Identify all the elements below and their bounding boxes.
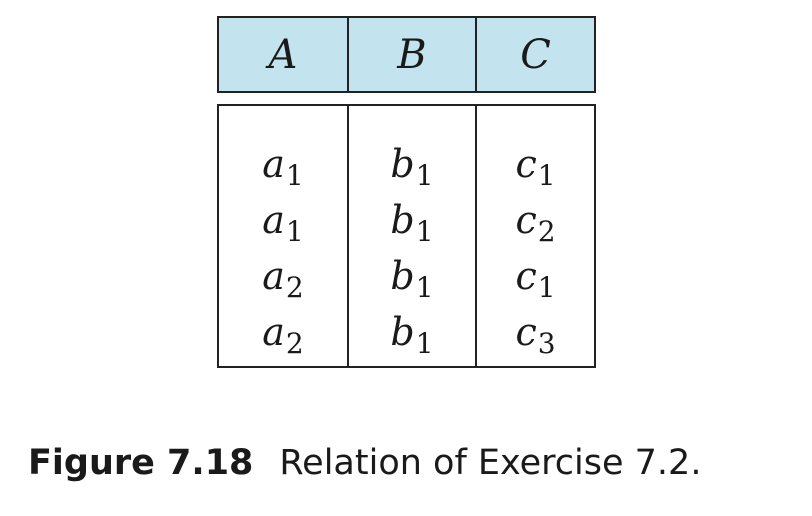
- cell-subscript: 1: [415, 271, 434, 304]
- cell-variable: c: [515, 198, 537, 242]
- cell-subscript: 1: [537, 159, 556, 192]
- figure-caption: Figure 7.18 Relation of Exercise 7.2.: [28, 446, 701, 481]
- column-header-c: C: [475, 18, 594, 91]
- cell-variable: c: [515, 142, 537, 186]
- cell-variable: a: [262, 142, 285, 186]
- cell-subscript: 2: [285, 327, 304, 360]
- figure-label: Figure 7.18: [28, 443, 254, 483]
- cell-variable: b: [390, 254, 415, 298]
- column-header-a: A: [268, 31, 298, 78]
- cell-subscript: 1: [285, 215, 304, 248]
- figure-caption-text: Relation of Exercise 7.2.: [279, 443, 702, 483]
- cell-subscript: 1: [415, 215, 434, 248]
- cell-subscript: 1: [415, 327, 434, 360]
- relation-header: A B C: [217, 16, 596, 93]
- cell-subscript: 1: [415, 159, 434, 192]
- cell-variable: c: [515, 254, 537, 298]
- cell-variable: a: [262, 310, 285, 354]
- cell-subscript: 1: [537, 271, 556, 304]
- cell-variable: b: [390, 198, 415, 242]
- cell-subscript: 1: [285, 159, 304, 192]
- cell-variable: b: [390, 142, 415, 186]
- cell-variable: c: [515, 310, 537, 354]
- cell-variable: b: [390, 310, 415, 354]
- cell-subscript: 2: [537, 215, 556, 248]
- cell-subscript: 2: [285, 271, 304, 304]
- cell-variable: a: [262, 254, 285, 298]
- cell-variable: a: [262, 198, 285, 242]
- cell-subscript: 3: [537, 327, 556, 360]
- column-header-b: B: [347, 18, 475, 91]
